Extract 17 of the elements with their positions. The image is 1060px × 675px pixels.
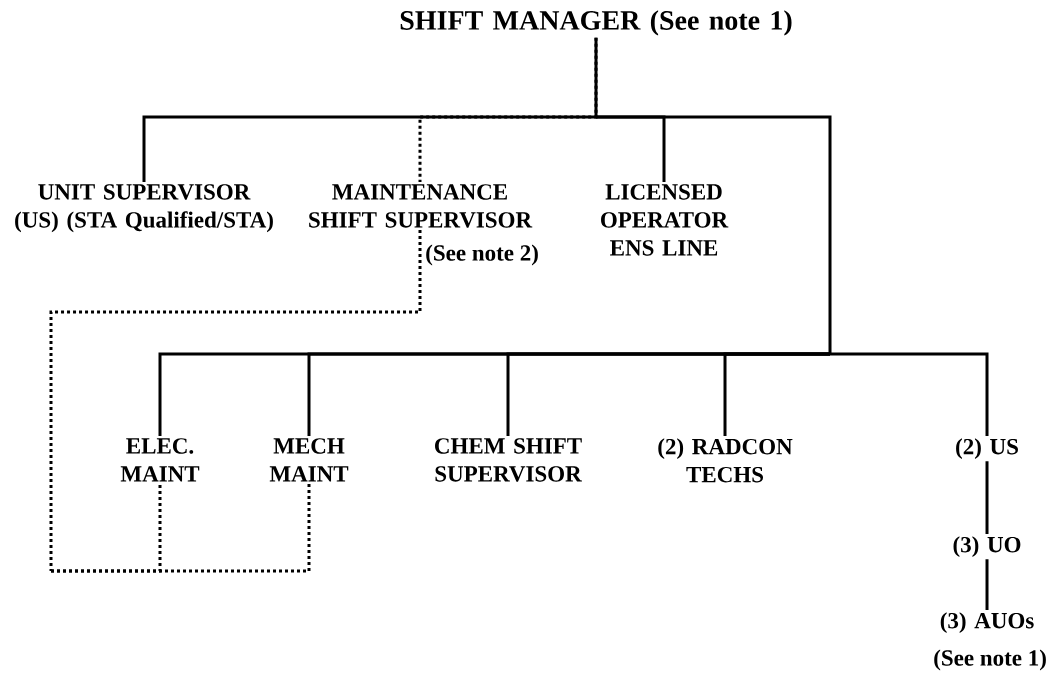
- note-text: (See note 2): [426, 244, 538, 266]
- org-label: (2) US: [956, 438, 1018, 460]
- org-label: ELEC. MAINT: [120, 438, 200, 482]
- org-label: (3) UO: [953, 536, 1021, 558]
- org-connector: [142, 36, 989, 436]
- org-connector: [985, 559, 989, 610]
- org-label: (3) AUOs: [940, 612, 1034, 634]
- org-label: MECH MAINT: [269, 438, 349, 482]
- org-connector: [985, 461, 989, 534]
- org-label: CHEM SHIFT SUPERVISOR: [435, 438, 582, 482]
- org-label: SHIFT MANAGER (See note 1): [400, 10, 792, 36]
- dotted-connector: [49, 229, 422, 573]
- note-text: (See note 1): [934, 649, 1046, 671]
- org-label: MAINTENANCE SHIFT SUPERVISOR: [309, 184, 533, 228]
- org-label: UNIT SUPERVISOR (US) (STA Qualified/STA): [15, 184, 273, 233]
- org-label: LICENSED OPERATOR ENS LINE: [601, 184, 729, 256]
- org-label: (2) RADCON TECHS: [658, 438, 793, 483]
